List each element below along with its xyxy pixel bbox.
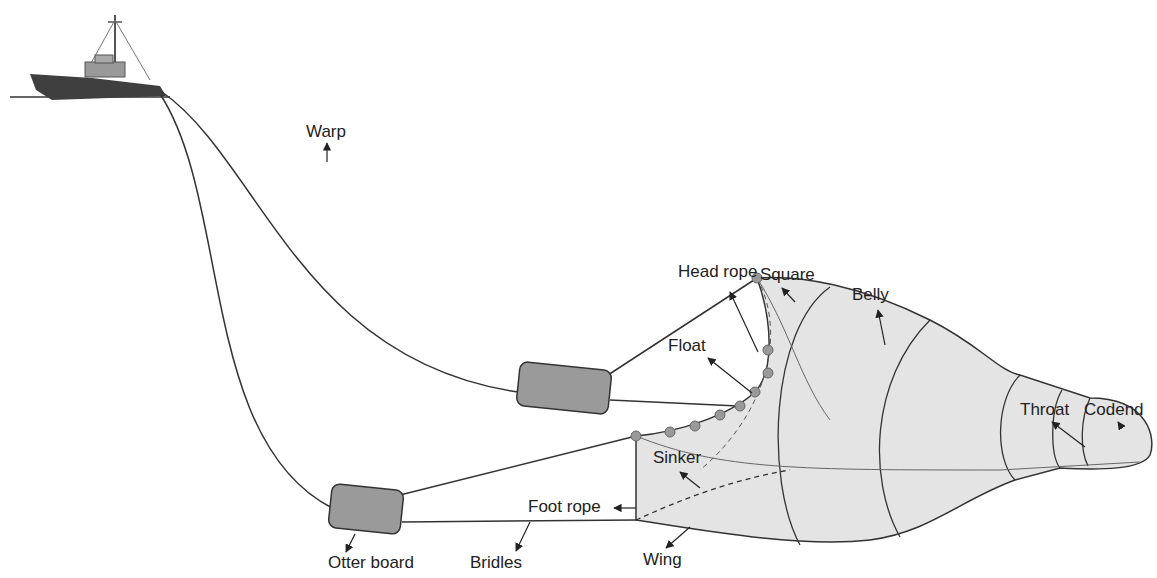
net-rings bbox=[778, 287, 1090, 545]
warp-line bbox=[160, 94, 332, 508]
part-label: Belly bbox=[852, 285, 889, 305]
floats bbox=[631, 273, 773, 441]
part-label: Float bbox=[668, 336, 706, 356]
part-label: Warp bbox=[306, 122, 346, 142]
net-seams bbox=[636, 278, 1140, 470]
part-label: Throat bbox=[1020, 400, 1069, 420]
part-label: Otter board bbox=[328, 553, 414, 573]
part-label: Foot rope bbox=[528, 497, 601, 517]
part-label: Codend bbox=[1084, 400, 1144, 420]
otter-board bbox=[516, 361, 612, 414]
foot-rope-dashed bbox=[636, 470, 790, 520]
part-label: Wing bbox=[643, 550, 682, 570]
trawl-net bbox=[636, 277, 1152, 541]
warp-line bbox=[162, 92, 518, 392]
part-label: Head rope bbox=[678, 262, 757, 282]
part-label: Sinker bbox=[653, 448, 701, 468]
head-rope-dashed bbox=[700, 278, 771, 470]
trawler-ship bbox=[30, 15, 166, 100]
leader-arrows bbox=[327, 143, 1122, 552]
part-label: Square bbox=[760, 265, 815, 285]
part-label: Bridles bbox=[470, 553, 522, 573]
otter-board bbox=[328, 483, 404, 534]
